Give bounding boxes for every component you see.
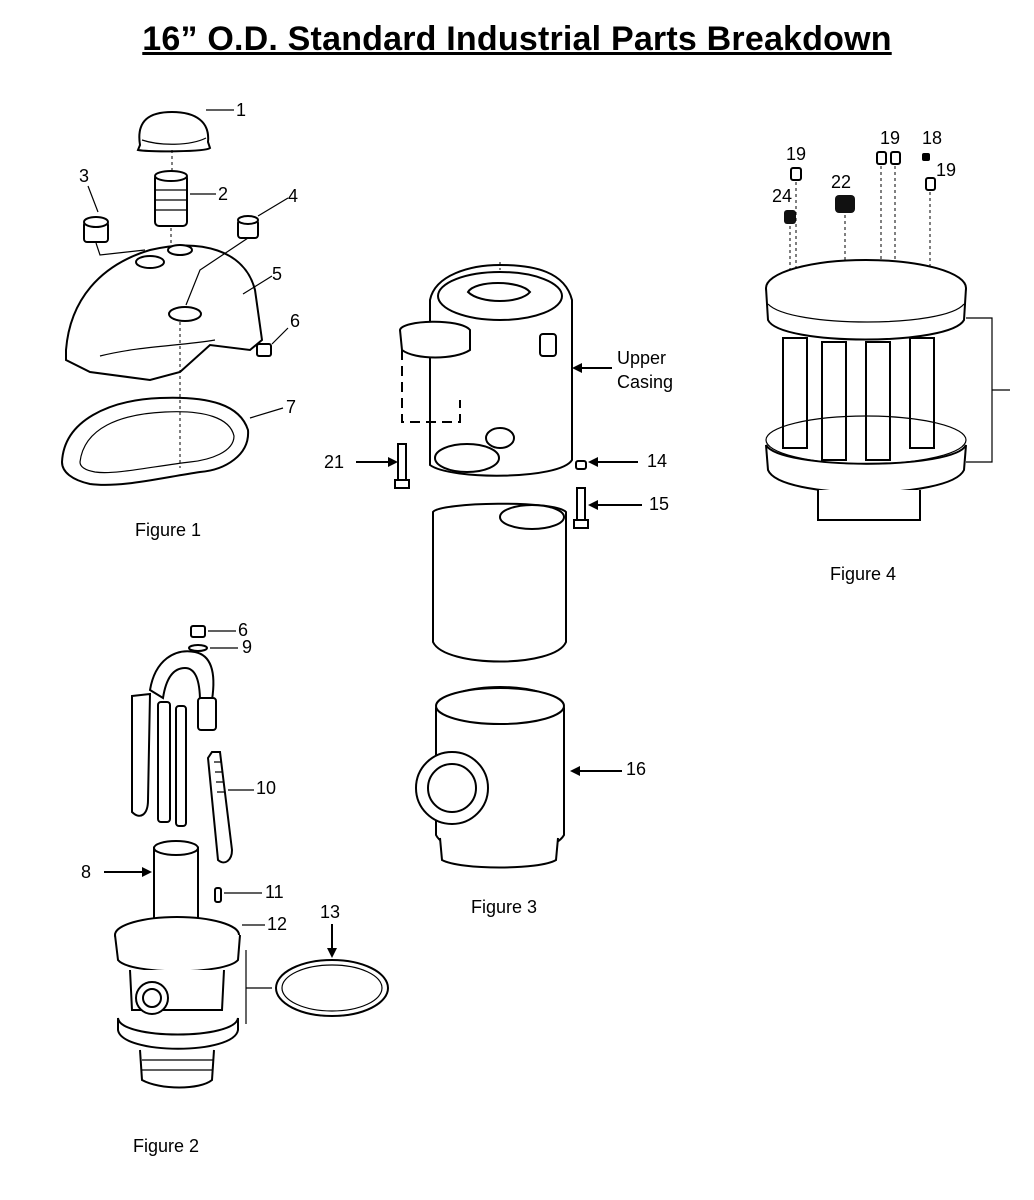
part-15-bolt-drawing — [573, 487, 589, 529]
part-7-gasket-drawing — [60, 396, 250, 486]
callout-5: 5 — [272, 264, 282, 284]
lower-sleeve-drawing — [432, 502, 567, 663]
part-4-plug-drawing — [237, 215, 259, 239]
part-1-cap-drawing — [136, 110, 212, 153]
figure-1-group — [60, 109, 289, 486]
callout-14: 14 — [647, 451, 667, 471]
part-22-plug-drawing — [835, 195, 855, 213]
callout-24: 24 — [772, 186, 792, 206]
part-6-nut-drawing-fig2 — [190, 625, 206, 638]
part-10-linkage-drawing — [131, 650, 234, 864]
callout-19-b: 19 — [880, 128, 900, 148]
part-19-fitting-a-drawing — [790, 167, 802, 181]
callout-12: 12 — [267, 914, 287, 934]
page-title: 16” O.D. Standard Industrial Parts Break… — [142, 20, 892, 58]
callout-9: 9 — [242, 637, 252, 657]
part-18-fitting-drawing — [922, 153, 930, 161]
callout-13: 13 — [320, 902, 340, 922]
callout-6-fig1: 6 — [290, 311, 300, 331]
part-13-oring-drawing — [275, 959, 389, 1017]
figure-3-caption: Figure 3 — [471, 897, 537, 917]
distributor-body-drawing — [765, 259, 967, 521]
figure-4-caption: Figure 4 — [830, 564, 896, 584]
callout-21: 21 — [324, 452, 344, 472]
figure-3-group — [356, 262, 642, 869]
callout-16: 16 — [626, 759, 646, 779]
part-2-nipple-drawing — [154, 170, 188, 227]
callout-18: 18 — [922, 128, 942, 148]
callout-8: 8 — [81, 862, 91, 882]
callout-19-a: 19 — [786, 144, 806, 164]
part-16-housing-drawing — [415, 686, 565, 869]
upper-casing-label-line1: Upper — [617, 348, 666, 368]
callout-10: 10 — [256, 778, 276, 798]
part-11-screw-drawing — [214, 887, 222, 903]
callout-15: 15 — [649, 494, 669, 514]
upper-casing-drawing — [398, 263, 573, 477]
part-19-fitting-b-drawing — [876, 151, 887, 165]
upper-casing-label-line2: Casing — [617, 372, 673, 392]
figure-4-group — [765, 151, 1010, 521]
part-9-washer-drawing — [188, 644, 208, 652]
part-14-washer-drawing — [575, 460, 587, 470]
part-19-fitting-d-drawing — [925, 177, 936, 191]
part-6-nut-drawing — [256, 343, 272, 357]
figure-2-group — [104, 625, 389, 1089]
callout-2: 2 — [218, 184, 228, 204]
callout-19-c: 19 — [936, 160, 956, 180]
part-5-cover-drawing — [65, 244, 264, 382]
callout-22: 22 — [831, 172, 851, 192]
callout-4: 4 — [288, 186, 298, 206]
callout-6-fig2: 6 — [238, 620, 248, 640]
callout-1: 1 — [236, 100, 246, 120]
part-12-valve-body-drawing — [114, 916, 241, 1089]
part-21-bolt-drawing — [394, 443, 410, 489]
callout-3: 3 — [79, 166, 89, 186]
callout-7: 7 — [286, 397, 296, 417]
part-3-plug-drawing — [83, 216, 109, 243]
figure-1-caption: Figure 1 — [135, 520, 201, 540]
part-19-fitting-c-drawing — [890, 151, 901, 165]
figure-2-caption: Figure 2 — [133, 1136, 199, 1156]
part-24-plug-drawing — [784, 210, 796, 224]
callout-11: 11 — [265, 882, 284, 902]
